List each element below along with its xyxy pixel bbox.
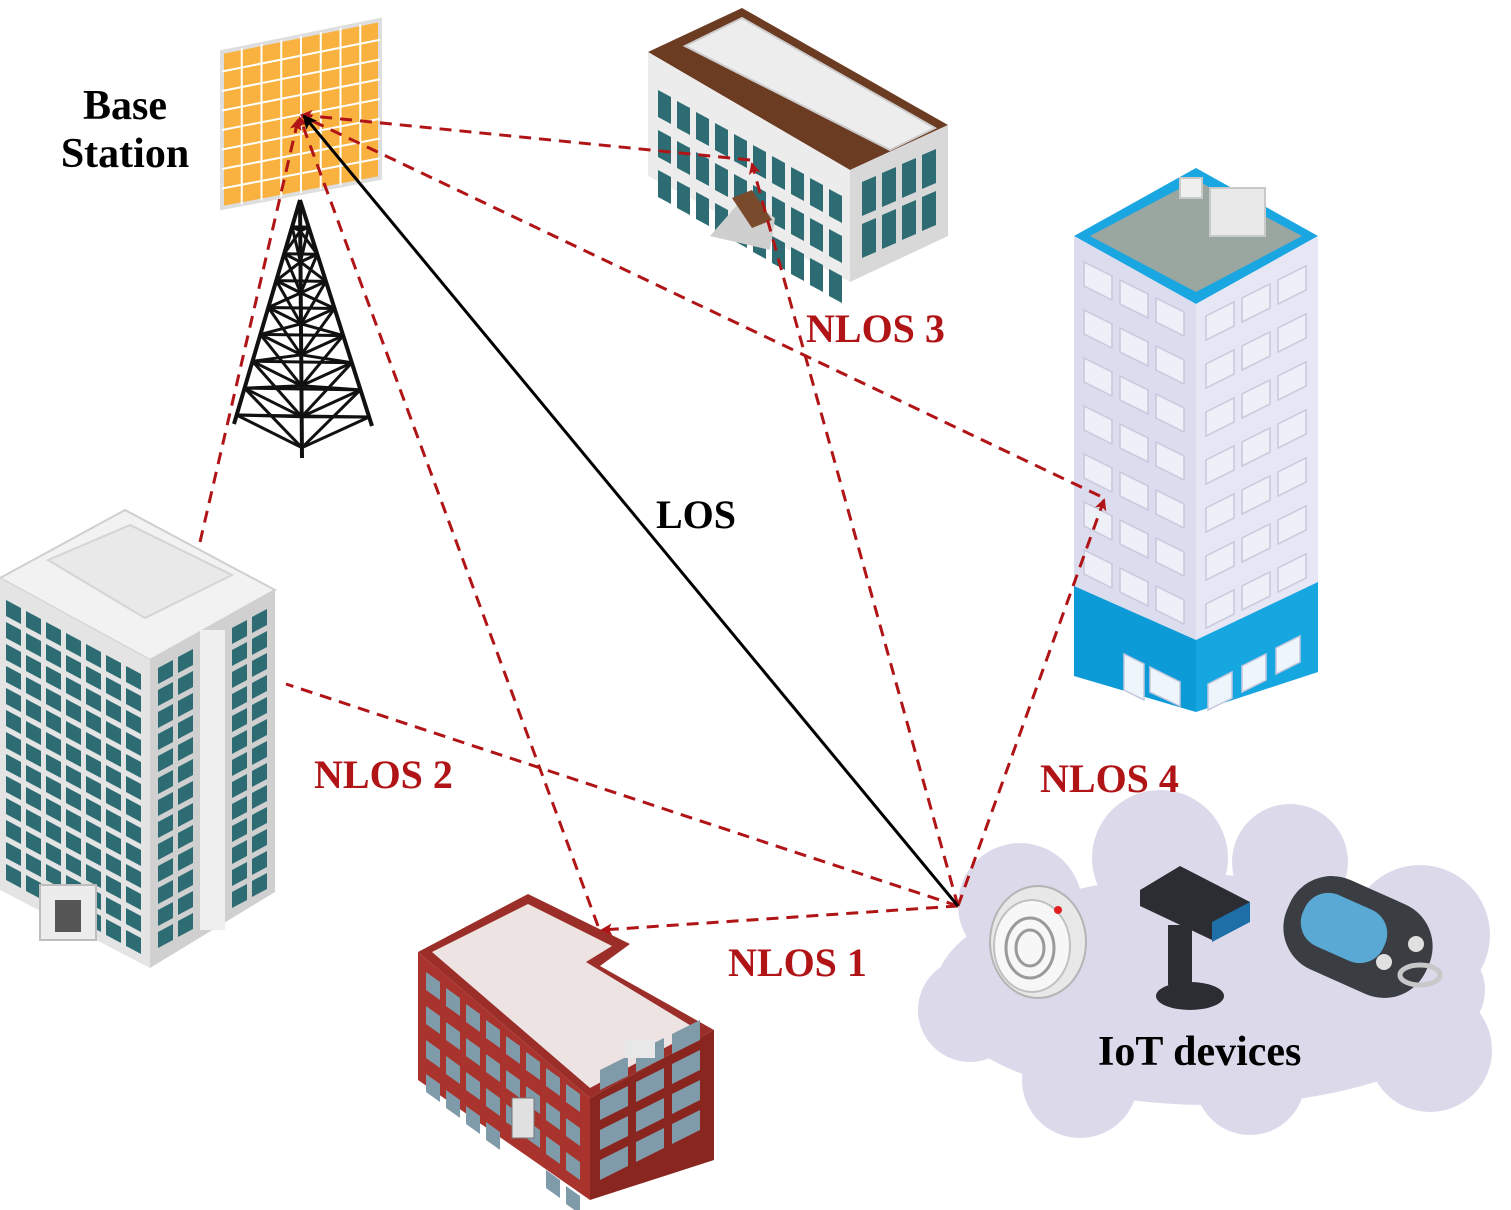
key-fob-icon (1283, 876, 1443, 998)
smoke-detector-icon (989, 885, 1087, 999)
apartment-tower-icon (1074, 168, 1318, 712)
brick-building-icon (418, 894, 714, 1210)
nlos2-label: NLOS 2 (314, 752, 453, 797)
nlos3-path-building-to-bs (300, 110, 751, 162)
nlos4-label: NLOS 4 (1040, 756, 1179, 801)
base-station-label-line2: Station (60, 131, 190, 178)
nlos1-label: NLOS 1 (728, 940, 867, 985)
lattice-tower-icon (232, 199, 374, 459)
nlos1-path-device-to-building (600, 904, 959, 936)
nlos2-path-device-to-building (285, 682, 959, 908)
nlos1-path-building-to-bs (297, 116, 600, 927)
school-building-icon (648, 8, 948, 303)
office-tower-left-icon (0, 508, 278, 968)
nlos2-path-building-to-bs (198, 118, 302, 543)
iot-devices-label: IoT devices (1098, 1029, 1302, 1075)
los-label: LOS (656, 492, 737, 537)
nlos3-label: NLOS 3 (806, 306, 945, 351)
nlos-paths (198, 110, 1107, 936)
gps-tracker-icon (1140, 866, 1250, 1010)
base-station-label-line1: Base (83, 83, 167, 129)
base-station-label: Base Station (40, 82, 210, 179)
nlos4-path-device-to-building (956, 498, 1107, 907)
nlos4-path-building-to-bs (300, 114, 1101, 498)
los-path (302, 114, 960, 907)
nlos3-path-device-to-building (748, 162, 960, 907)
